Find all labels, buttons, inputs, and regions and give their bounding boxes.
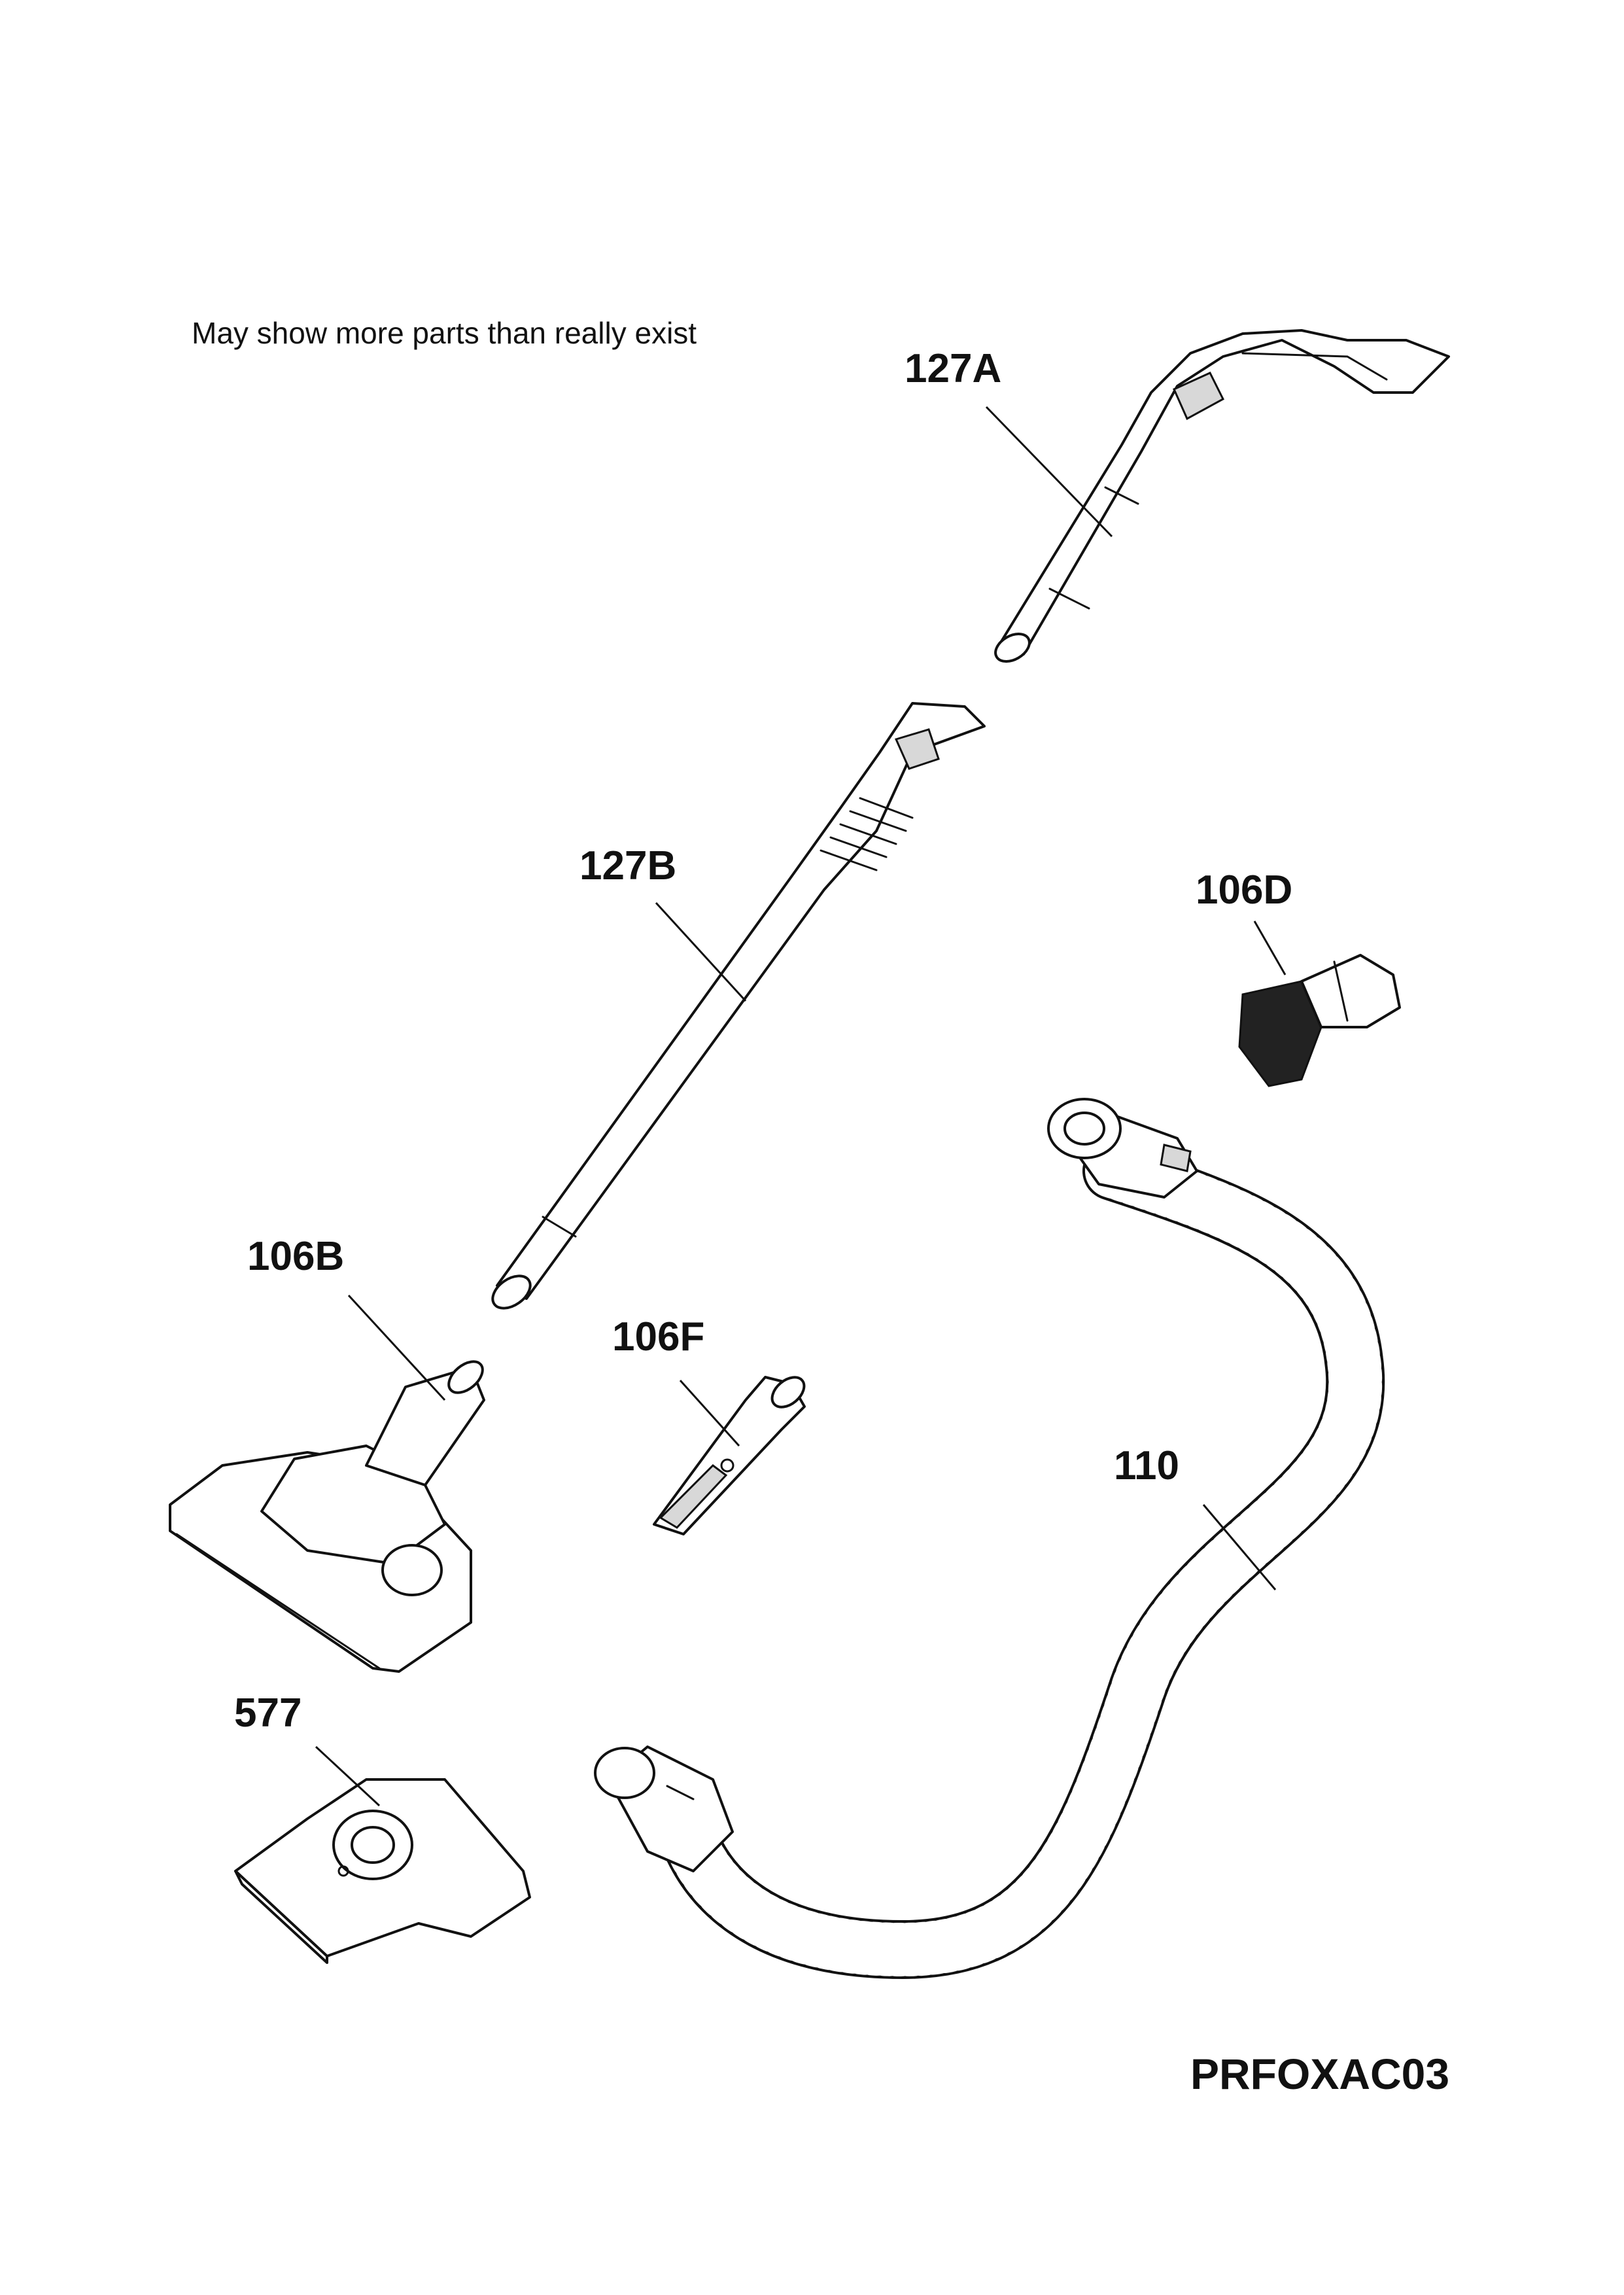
part-label-127b: 127B: [579, 843, 677, 888]
diagram-code: PRFOXAC03: [1190, 2050, 1450, 2098]
leader-106f: [679, 1379, 740, 1447]
disclaimer-note: May show more parts than really exist: [192, 316, 697, 350]
leader-106b: [347, 1294, 446, 1401]
handle-127a-drawing: [994, 329, 1450, 663]
leader-127a: [985, 406, 1113, 538]
part-label-127a: 127A: [905, 346, 1002, 391]
leader-110: [1202, 1504, 1277, 1590]
leader-106d: [1253, 920, 1287, 975]
part-label-106f: 106F: [612, 1314, 705, 1359]
part-label-110: 110: [1114, 1443, 1180, 1488]
part-label-577: 577: [234, 1691, 302, 1736]
bag-577-drawing: [234, 1778, 531, 1964]
crevice-106f-drawing: [653, 1376, 806, 1535]
leader-577: [315, 1745, 381, 1807]
nozzle-106b-drawing: [169, 1360, 485, 1673]
hose-110-drawing: [594, 1098, 1385, 1980]
leader-127b: [655, 902, 747, 1002]
brush-106d-drawing: [1238, 954, 1401, 1087]
part-label-106d: 106D: [1196, 867, 1293, 913]
tube-127b-drawing: [491, 702, 986, 1310]
part-label-106b: 106B: [247, 1234, 345, 1279]
